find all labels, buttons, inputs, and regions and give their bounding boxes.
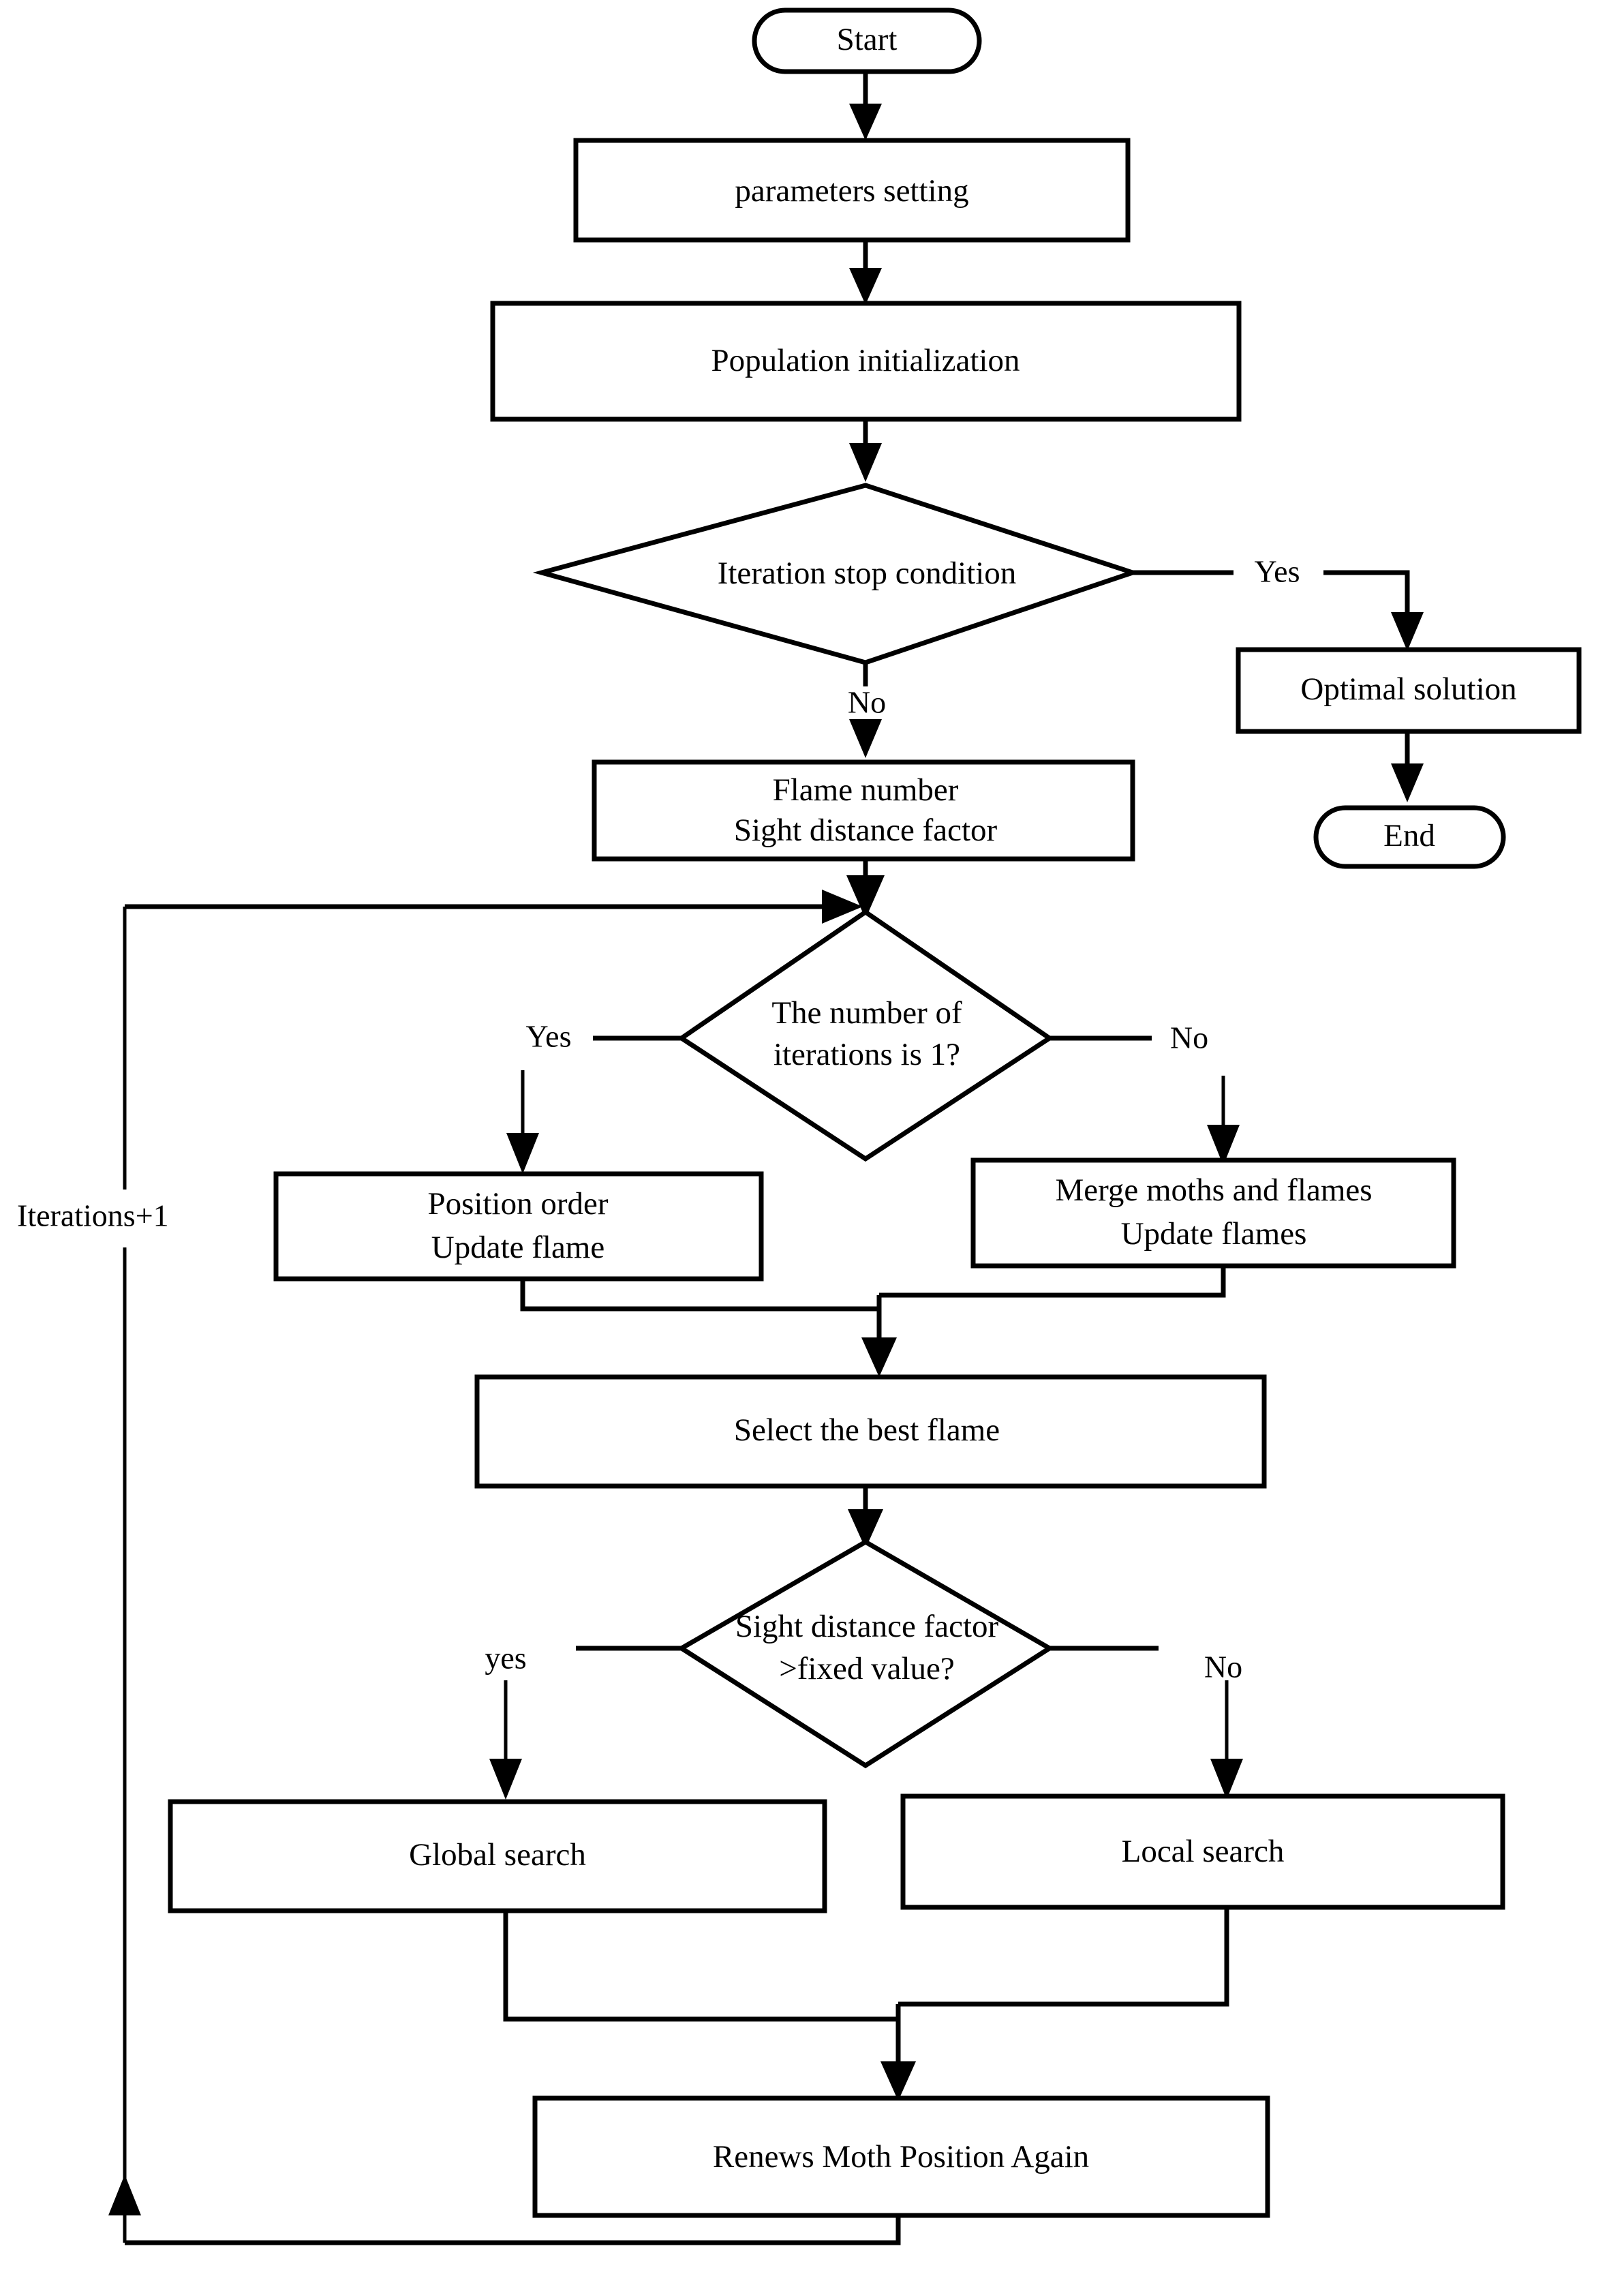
edge-label-stopcond-no: No bbox=[848, 685, 886, 720]
node-renews-moth-position-label: Renews Moth Position Again bbox=[713, 2139, 1089, 2175]
edge-label-sight-no: No bbox=[1204, 1650, 1242, 1684]
node-start-label: Start bbox=[837, 22, 898, 57]
node-population-initialization: Population initialization bbox=[490, 301, 1242, 422]
node-merge-moths-label-line2: Update flames bbox=[1121, 1216, 1307, 1252]
node-sight-distance-label-line2: >fixed value? bbox=[779, 1651, 954, 1686]
edge-label-stopcond-no-text: No bbox=[848, 685, 886, 720]
node-iterations-is-one-label-line2: iterations is 1? bbox=[773, 1037, 960, 1072]
edge-searches-merge-to-renews bbox=[503, 1907, 1229, 2101]
edge-label-iter1-no: No bbox=[1170, 1020, 1208, 1055]
node-end: End bbox=[1313, 805, 1506, 869]
node-end-label: End bbox=[1383, 818, 1435, 853]
edge-flamenum-to-iter1 bbox=[846, 858, 885, 919]
edge-label-sight-no-text: No bbox=[1204, 1650, 1242, 1684]
edge-label-sight-yes-text: yes bbox=[485, 1641, 526, 1676]
node-population-initialization-label: Population initialization bbox=[711, 343, 1020, 378]
node-position-order: Position order Update flame bbox=[273, 1171, 764, 1282]
edge-label-stopcond-yes: Yes bbox=[1255, 554, 1300, 589]
node-start: Start bbox=[752, 7, 982, 74]
node-local-search: Local search bbox=[900, 1793, 1505, 1910]
node-position-order-label-line2: Update flame bbox=[431, 1230, 604, 1265]
edge-label-iterations-plus-one: Iterations+1 bbox=[14, 1192, 242, 1245]
edge-params-to-popinit bbox=[849, 239, 882, 305]
edge-label-iter1-yes-text: Yes bbox=[526, 1019, 572, 1054]
edge-branches-merge-to-bestflame bbox=[520, 1266, 1226, 1377]
node-sight-distance-factor: Sight distance factor >fixed value? bbox=[677, 1539, 1054, 1769]
edge-label-sight-yes: yes bbox=[485, 1641, 526, 1676]
node-optimal-solution: Optimal solution bbox=[1236, 647, 1582, 734]
edge-stopcond-yes-to-optimal bbox=[1131, 570, 1424, 651]
node-iterations-is-one-label-line1: The number of bbox=[771, 995, 962, 1031]
node-iterations-is-one: The number of iterations is 1? bbox=[677, 909, 1054, 1162]
node-position-order-label-line1: Position order bbox=[427, 1186, 608, 1222]
node-renews-moth-position: Renews Moth Position Again bbox=[532, 2095, 1270, 2218]
node-select-best-flame: Select the best flame bbox=[474, 1374, 1267, 1489]
node-global-search: Global search bbox=[168, 1799, 827, 1913]
node-iteration-stop-condition: Iteration stop condition bbox=[532, 483, 1141, 665]
node-optimal-solution-label: Optimal solution bbox=[1300, 671, 1516, 707]
node-parameters-setting-label: parameters setting bbox=[735, 173, 968, 209]
node-flame-number: Flame number Sight distance factor bbox=[592, 759, 1135, 862]
edge-bestflame-to-sightfactor bbox=[848, 1486, 883, 1549]
node-local-search-label: Local search bbox=[1122, 1834, 1285, 1869]
edge-iter1-yes-to-posorder bbox=[506, 1035, 681, 1174]
node-sight-distance-label-line1: Sight distance factor bbox=[735, 1609, 999, 1644]
node-flame-number-label-line1: Flame number bbox=[773, 772, 959, 808]
node-flame-number-label-line2: Sight distance factor bbox=[734, 813, 998, 848]
edge-label-iter1-no-text: No bbox=[1170, 1020, 1208, 1055]
edge-optimal-to-end bbox=[1391, 729, 1424, 802]
node-select-best-flame-label: Select the best flame bbox=[734, 1412, 1000, 1448]
edge-loopback-into-iter1 bbox=[125, 890, 863, 924]
node-iteration-stop-condition-label: Iteration stop condition bbox=[718, 556, 1017, 591]
edge-start-to-params bbox=[849, 70, 882, 140]
edge-renews-loopback bbox=[108, 907, 901, 2245]
edge-stopcond-no-to-flamenum bbox=[849, 663, 882, 758]
edge-popinit-to-stopcond bbox=[849, 416, 882, 482]
edge-sight-yes-to-globalsearch bbox=[489, 1646, 681, 1800]
edge-sight-no-to-localsearch bbox=[1050, 1646, 1243, 1800]
node-merge-moths-label-line1: Merge moths and flames bbox=[1055, 1172, 1372, 1208]
node-global-search-label: Global search bbox=[409, 1837, 586, 1873]
edge-label-stopcond-yes-text: Yes bbox=[1255, 554, 1300, 589]
node-merge-moths-and-flames: Merge moths and flames Update flames bbox=[970, 1157, 1456, 1269]
node-parameters-setting: parameters setting bbox=[573, 138, 1131, 243]
edge-label-iter1-yes: Yes bbox=[526, 1019, 572, 1054]
edge-label-iterations-plus-one-text: Iterations+1 bbox=[17, 1198, 169, 1233]
edge-iter1-no-to-merge bbox=[1050, 1035, 1240, 1166]
